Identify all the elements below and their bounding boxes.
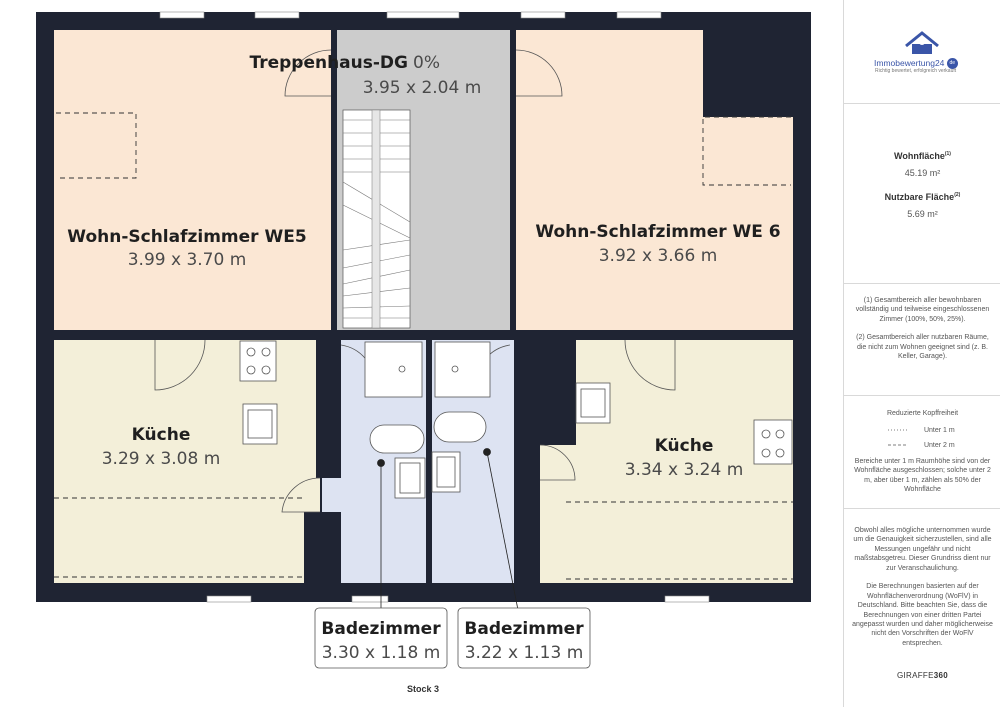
area-summary: Wohnfläche(1) 45.19 m² Nutzbare Fläche(2… (844, 103, 1000, 284)
wall-block (426, 340, 432, 583)
disclaimer: Obwohl alles mögliche unternommen wurde … (844, 508, 1000, 707)
wall-block (514, 340, 540, 583)
living-area-value: 45.19 m² (904, 168, 941, 178)
room-kitchen-right-extension (540, 445, 576, 583)
living-we5-name: Wohn-Schlafzimmer WE5 (67, 227, 306, 247)
bath-fixtures (364, 341, 491, 499)
room-living-we6-extension (703, 117, 793, 330)
bath-right-name: Badezimmer (464, 619, 584, 639)
usable-area-label: Nutzbare Fläche(2) (884, 192, 961, 202)
usable-area-value: 5.69 m² (907, 209, 938, 219)
headroom-lines (54, 112, 793, 580)
wall-block (316, 340, 341, 478)
room-living-we5 (54, 30, 331, 330)
wall-block (540, 340, 576, 445)
headroom-legend: Reduzierte Kopffreiheit Unter 1 m Unter … (844, 395, 1000, 509)
living-area-label: Wohnfläche(1) (894, 151, 951, 161)
kitchen-left-name: Küche (132, 425, 191, 445)
kitchen-right-name: Küche (655, 436, 714, 456)
brand-logo: GIRAFFE360 (896, 671, 949, 680)
bath-left-name: Badezimmer (321, 619, 441, 639)
logo-tagline: Richtig bewertet, erfolgreich verkauft (875, 68, 957, 74)
stairwell-dims: 3.95 x 2.04 m (363, 78, 482, 98)
living-we6-name: Wohn-Schlafzimmer WE 6 (535, 222, 780, 242)
floor-plan: Treppenhaus-DG 0% 3.95 x 2.04 m Wohn-Sch… (36, 11, 811, 669)
windows (159, 11, 710, 603)
bath-leaders (377, 448, 519, 611)
stairwell-pct: 0% (413, 53, 440, 73)
kitchen-left-dims: 3.29 x 3.08 m (102, 449, 221, 469)
logo-badge: de (946, 58, 958, 70)
room-bath-left-extension (322, 478, 341, 512)
bath-left-dims: 3.30 x 1.18 m (322, 643, 441, 663)
info-sidebar: Immobewertung24 de Richtig bewertet, erf… (843, 0, 1000, 707)
note-2: (2) Gesamtbereich aller nutzbaren Räume,… (856, 334, 989, 361)
disclaimer-2: Die Berechnungen basierten auf der Wohnf… (852, 583, 993, 647)
stairwell-name: Treppenhaus-DG (249, 53, 408, 73)
area-notes: (1) Gesamtbereich aller bewohnbaren voll… (844, 283, 1000, 395)
bath-right-dims: 3.22 x 1.13 m (465, 643, 584, 663)
logo-section: Immobewertung24 de Richtig bewertet, erf… (844, 0, 1000, 103)
room-living-we6 (516, 30, 703, 330)
legend-row-2: Unter 2 m (888, 441, 955, 450)
legend-title: Reduzierte Kopffreiheit (886, 410, 959, 417)
legend-text: Bereiche unter 1 m Raumhöhe sind von der… (854, 458, 991, 494)
house-logo-icon (905, 31, 939, 54)
bath-right-label-box (457, 607, 591, 669)
bath-left-label-box (314, 607, 448, 669)
floor-label: Stock 3 (406, 684, 439, 694)
disclaimer-1: Obwohl alles mögliche unternommen wurde … (853, 527, 992, 572)
note-1: (1) Gesamtbereich aller bewohnbaren voll… (855, 297, 990, 323)
dotted-line-icon (888, 429, 908, 431)
kitchen-fixtures (239, 340, 793, 465)
living-we6-dims: 3.92 x 3.66 m (599, 246, 718, 266)
dashed-line-icon (888, 444, 908, 446)
logo-name: Immobewertung24 de (874, 58, 958, 70)
staircase (342, 109, 411, 329)
living-we5-dims: 3.99 x 3.70 m (128, 250, 247, 270)
kitchen-right-dims: 3.34 x 3.24 m (625, 460, 744, 480)
legend-row-1: Unter 1 m (888, 426, 955, 435)
